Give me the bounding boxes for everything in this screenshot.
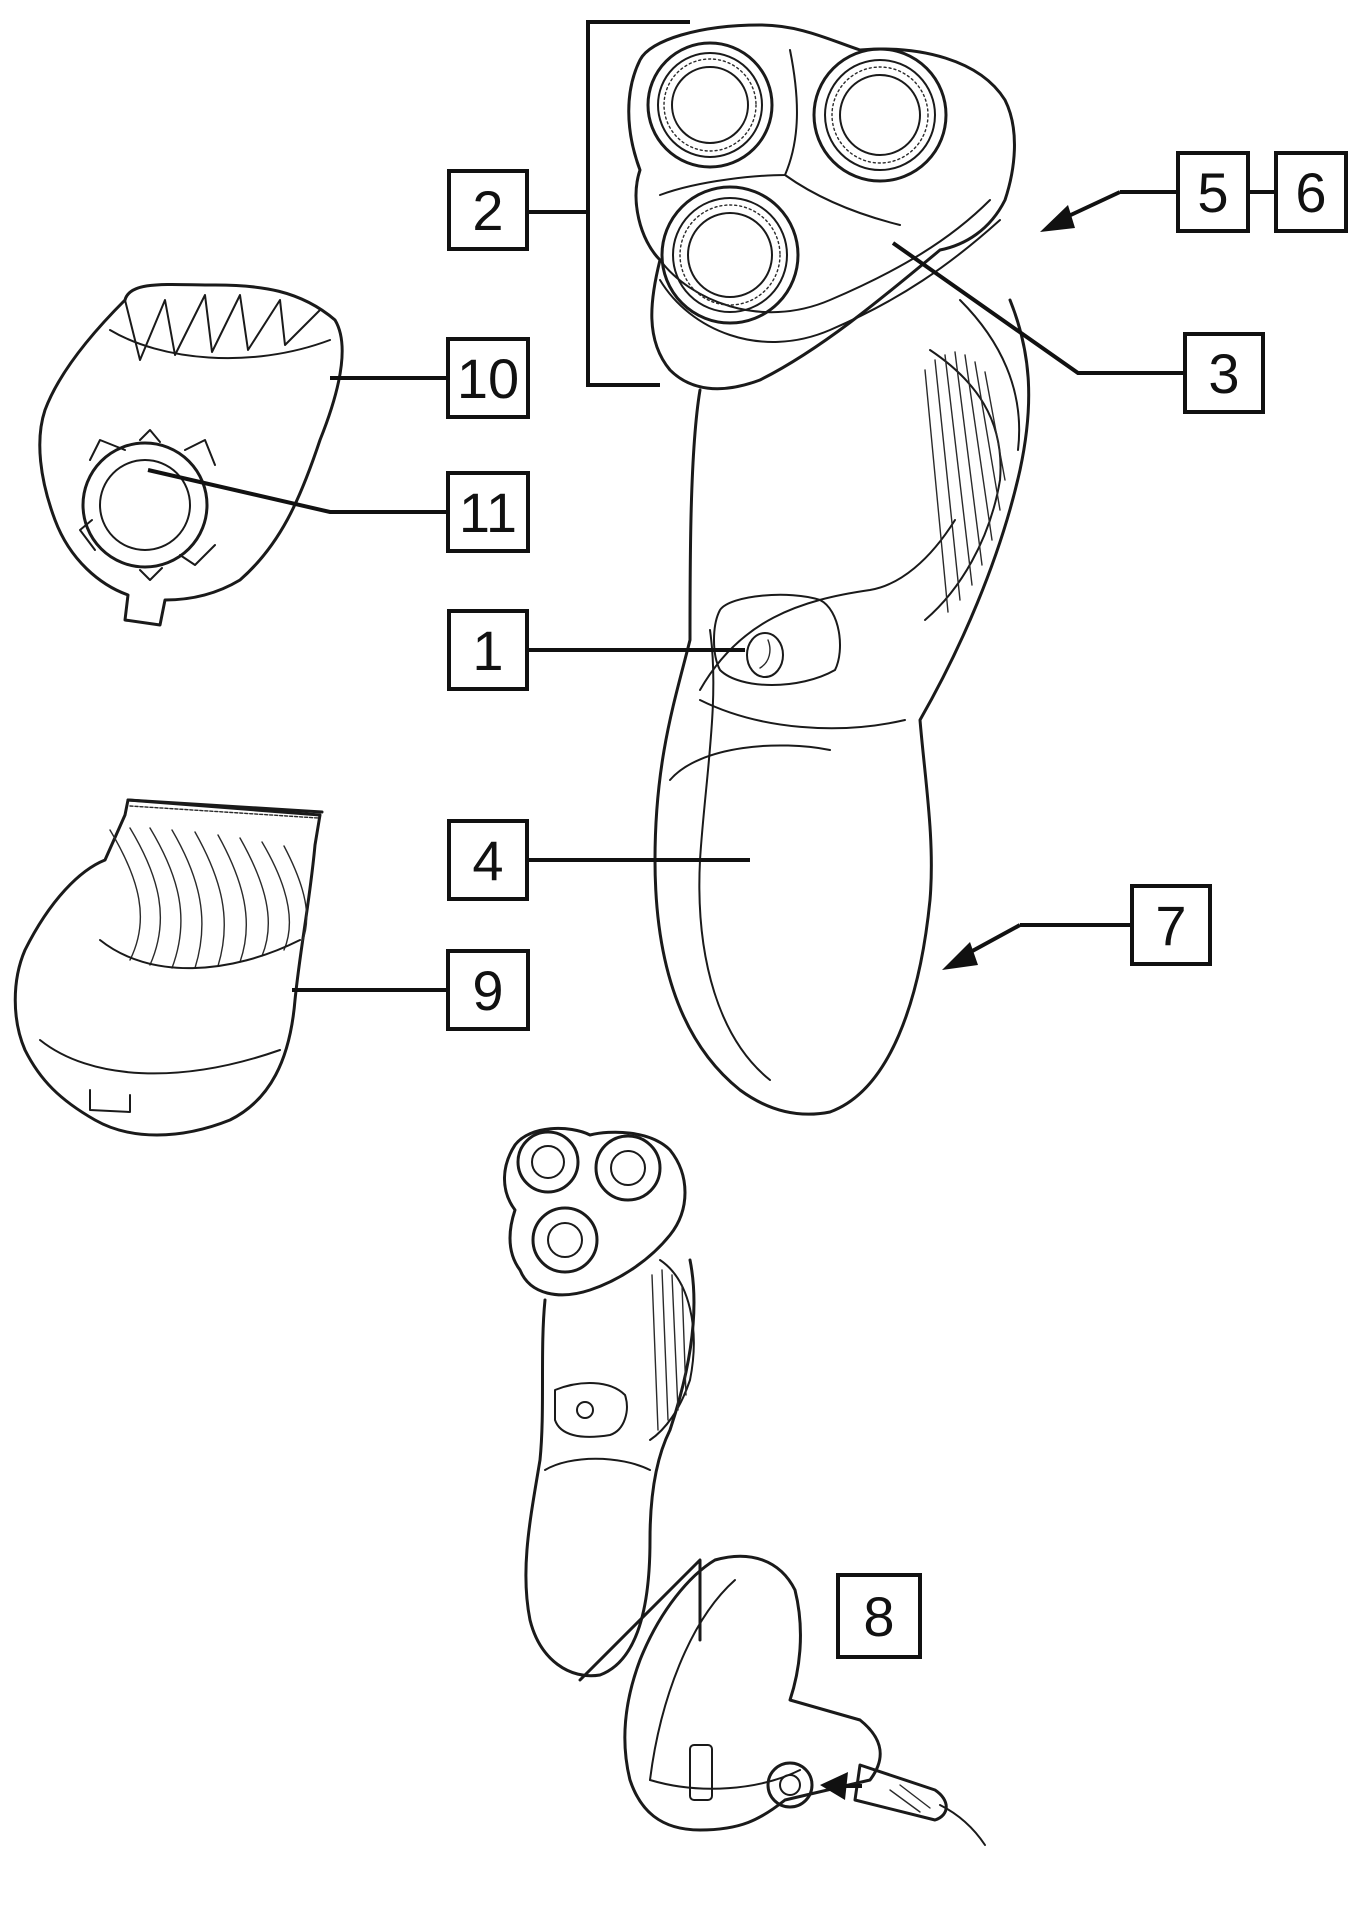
callout-10: 10 — [446, 337, 530, 419]
callout-11: 11 — [446, 471, 530, 553]
callout-6: 6 — [1274, 151, 1348, 233]
leader-lines — [147, 20, 1276, 992]
small-grip-ribs — [651, 1269, 687, 1431]
callout-1: 1 — [447, 609, 529, 691]
callout-9: 9 — [446, 949, 530, 1031]
svg-text:8: 8 — [863, 1585, 894, 1648]
svg-text:3: 3 — [1208, 342, 1239, 405]
svg-text:7: 7 — [1155, 894, 1186, 957]
callout-7: 7 — [1130, 884, 1212, 966]
grip-ribs — [924, 351, 1006, 613]
cutter-head-1 — [646, 41, 774, 169]
svg-text:9: 9 — [472, 959, 503, 1022]
callout-2: 2 — [447, 169, 529, 251]
svg-text:11: 11 — [459, 481, 517, 544]
callout-5: 5 — [1176, 151, 1250, 233]
power-plug-illustration — [820, 1763, 986, 1846]
svg-text:1: 1 — [472, 619, 503, 682]
cutter-head-3 — [660, 185, 800, 325]
svg-text:5: 5 — [1197, 161, 1228, 224]
svg-text:4: 4 — [472, 829, 503, 892]
power-button — [746, 632, 784, 678]
cutter-head-2 — [812, 47, 948, 183]
svg-text:6: 6 — [1295, 161, 1326, 224]
plug-arrow-icon — [820, 1772, 848, 1800]
svg-text:2: 2 — [472, 179, 503, 242]
callout-4: 4 — [447, 819, 529, 901]
comb-ridges — [109, 827, 308, 969]
svg-text:10: 10 — [457, 347, 519, 410]
shaver-in-stand-illustration — [503, 1126, 882, 1832]
styling-comb-illustration — [13, 798, 324, 1137]
shaver-illustration — [627, 23, 1031, 1116]
callout-3: 3 — [1183, 332, 1265, 414]
callout-8: 8 — [836, 1573, 922, 1659]
trimmer-attachment-illustration — [38, 282, 344, 627]
